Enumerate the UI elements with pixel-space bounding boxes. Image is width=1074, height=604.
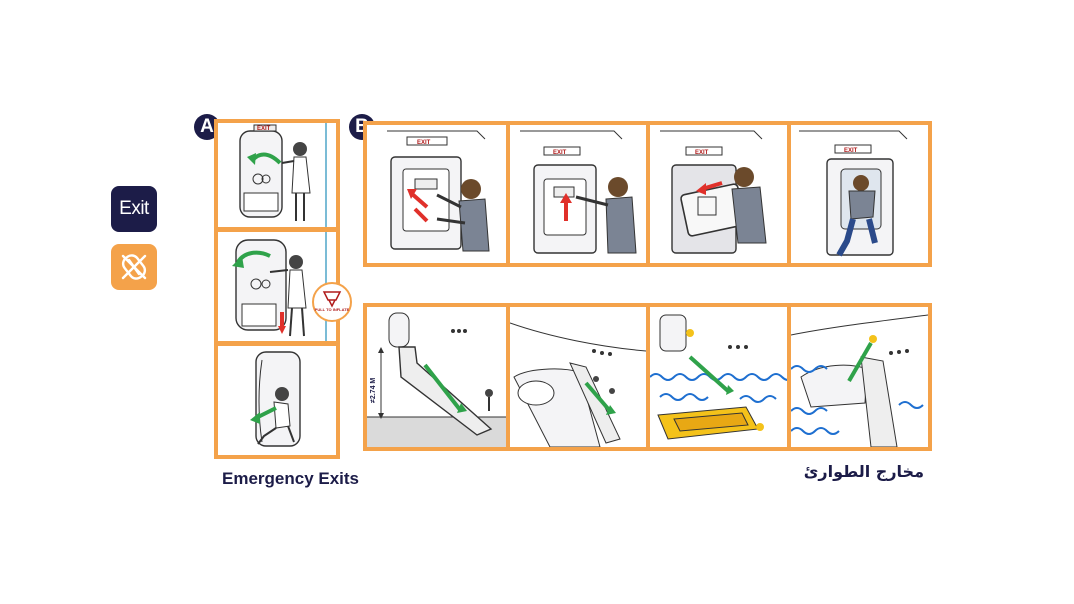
section-a-marker: A <box>194 114 220 140</box>
exit-badge-label: Exit <box>119 198 149 219</box>
no-life-raft-icon <box>111 244 157 290</box>
panel-a3-exit-door <box>214 342 340 459</box>
svg-text:EXIT: EXIT <box>695 150 709 156</box>
svg-text:PULL TO INFLATE: PULL TO INFLATE <box>315 307 350 312</box>
svg-text:EXIT: EXIT <box>257 126 271 132</box>
caption-arabic: مخارج الطوارئ <box>803 462 924 481</box>
panel-b2-pull-handle: EXIT <box>506 121 650 267</box>
panel-b5-slide-height: ≠2.74 M <box>363 303 510 451</box>
panel-b6-wing-evacuation <box>506 303 650 451</box>
pull-to-inflate-callout: PULL TO INFLATE <box>312 282 352 322</box>
panel-b1-remove-cover: EXIT <box>363 121 510 267</box>
svg-text:≠2.74 M: ≠2.74 M <box>370 378 377 403</box>
caption-english: Emergency Exits <box>222 469 360 488</box>
panel-b3-remove-hatch: EXIT <box>646 121 791 267</box>
svg-text:EXIT: EXIT <box>417 140 431 146</box>
panel-a1-door-handle: EXIT <box>214 119 340 231</box>
exit-badge: Exit <box>111 186 157 232</box>
svg-text:EXIT: EXIT <box>553 150 567 156</box>
panel-b8-ditching <box>787 303 932 451</box>
svg-text:EXIT: EXIT <box>844 148 858 154</box>
panel-b4-climb-out: EXIT <box>787 121 932 267</box>
panel-b7-raft-water <box>646 303 791 451</box>
